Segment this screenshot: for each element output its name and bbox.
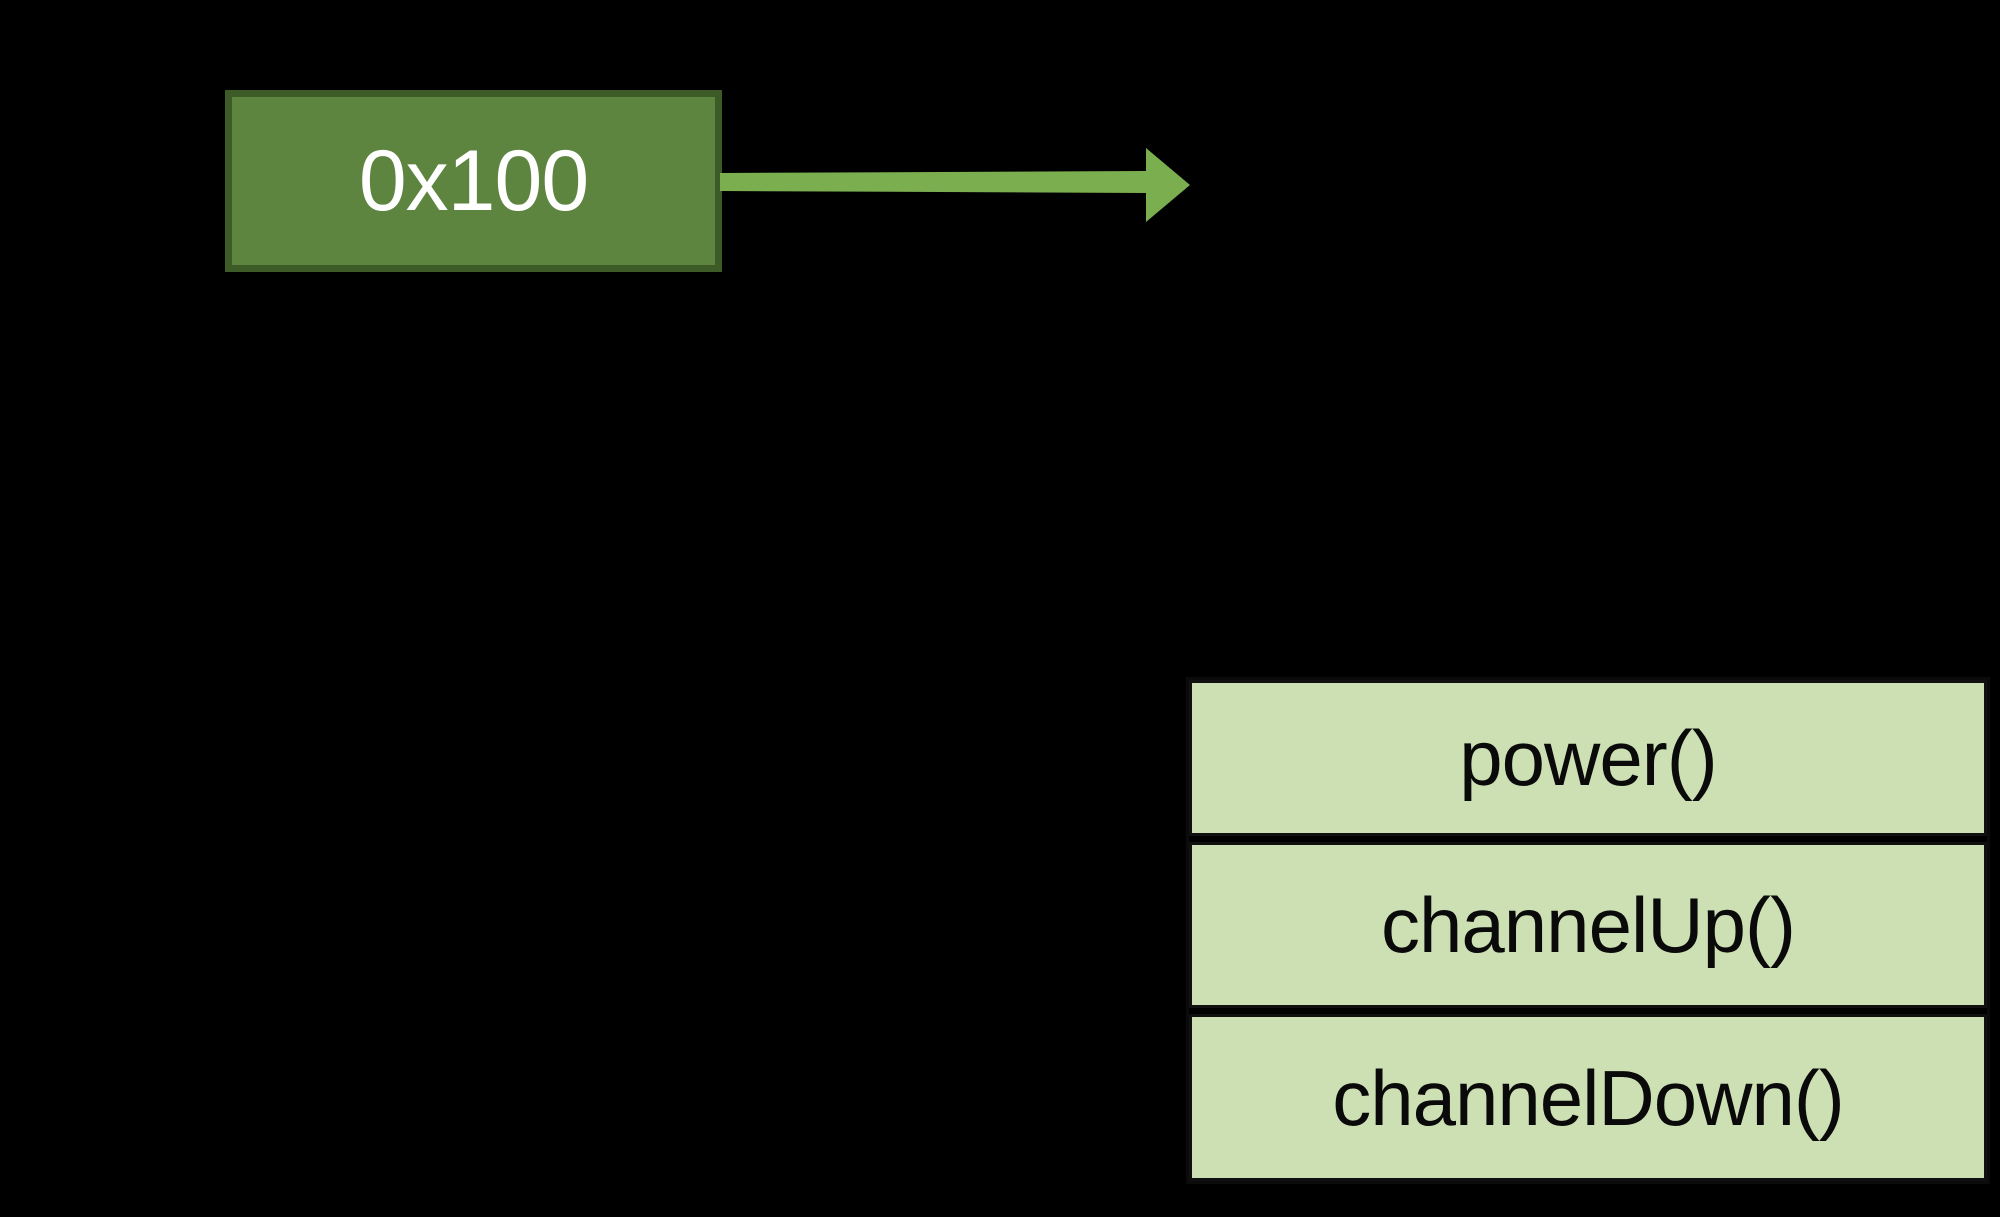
address-box-label: 0x100 [358, 133, 589, 229]
points-to-arrow-icon [720, 148, 1190, 222]
method-label: channelDown() [1332, 1053, 1845, 1142]
method-label: channelUp() [1381, 881, 1796, 969]
points-to-arrow [716, 140, 1196, 230]
table-row[interactable]: power() [1189, 680, 1987, 836]
method-table: power() channelUp() channelDown() [1186, 677, 1990, 1184]
method-label: power() [1459, 714, 1717, 802]
table-row[interactable]: channelUp() [1189, 842, 1987, 1008]
table-row[interactable]: channelDown() [1189, 1014, 1987, 1181]
address-box[interactable]: 0x100 [225, 90, 722, 272]
